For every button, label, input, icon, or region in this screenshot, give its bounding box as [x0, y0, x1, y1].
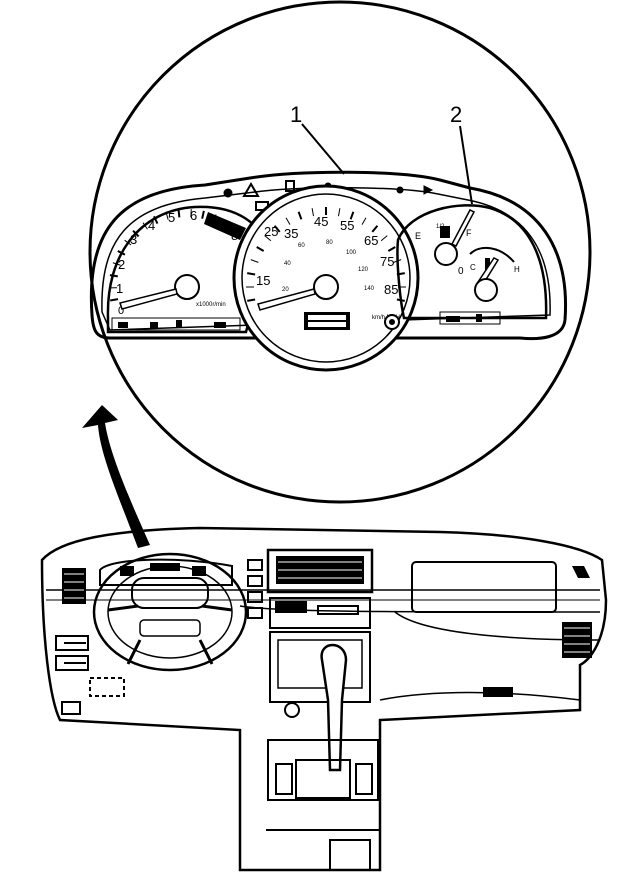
speedometer-tick [311, 208, 314, 217]
tachometer-tick [153, 215, 159, 224]
callout-1-label: 1 [290, 102, 302, 127]
speedo-label-45: 45 [314, 214, 328, 229]
tachometer-tick [132, 229, 140, 238]
speedo-needle-hub [313, 274, 339, 300]
tachometer-tick [142, 222, 148, 230]
dashboard-cluster [99, 558, 233, 586]
right-air-vent [562, 566, 592, 658]
audio-unit [269, 597, 371, 718]
speedo-label-85: 85 [384, 282, 398, 297]
tach-label-0: 0 [118, 305, 124, 317]
speedo-inner-100: 100 [346, 250, 357, 256]
tachometer-tick [109, 274, 118, 278]
speedometer-tick [264, 235, 272, 242]
temp-needle-hub [474, 278, 498, 302]
callout-1: 1 [290, 102, 345, 175]
tachometer-tick [165, 211, 169, 220]
tach-redzone [204, 212, 246, 240]
speedo-label-15: 15 [256, 273, 270, 288]
fuel-temp-gauge: E 1/2 F C 0 H [396, 204, 548, 325]
center-vents [266, 548, 374, 594]
tach-needle [119, 288, 178, 310]
tachometer-tick [177, 209, 181, 218]
speedometer-tick [361, 217, 367, 225]
speedometer-tick [371, 225, 379, 233]
speedometer-tick [273, 225, 281, 233]
cluster-housing [89, 170, 568, 341]
speedo-inner-120: 120 [358, 267, 369, 273]
tachometer-tick [110, 298, 119, 302]
speedo-inner-20: 20 [282, 287, 289, 293]
speedo-label-65: 65 [364, 233, 378, 248]
tachometer-tick [117, 250, 126, 256]
tach-lower-strip [111, 317, 241, 331]
callout-2: 2 [450, 102, 473, 205]
speedometer: 15 25 35 45 55 65 75 85 20 40 60 80 100 … [232, 184, 420, 372]
temp-scale-h: H [514, 265, 520, 274]
center-hazard-switches [247, 559, 263, 619]
fuel-scale-f: F [466, 228, 472, 238]
left-air-vent [62, 568, 86, 604]
fuel-needle-hub [434, 242, 458, 266]
speedometer-tick [247, 272, 256, 276]
speedometer-tick [285, 217, 291, 225]
speedometer-tick [256, 246, 265, 252]
tachometer: 1 2 3 4 5 6 7 8 0 x1000r/min [106, 205, 270, 334]
speedo-inner-140: 140 [364, 286, 375, 292]
speedo-label-75: 75 [380, 254, 394, 269]
tachometer-ticks [108, 209, 248, 302]
location-arrow [82, 405, 150, 548]
temp-scale-c: C [470, 263, 476, 272]
speedometer-tick [247, 298, 256, 302]
speedometer-tick [349, 211, 355, 220]
speedometer-tick [297, 211, 303, 220]
shift-lever [320, 643, 348, 772]
left-switch-panel [55, 635, 125, 715]
tachometer-tick [112, 262, 121, 266]
steering-wheel [92, 552, 248, 672]
speedometer-tick [387, 246, 396, 252]
fuel-needle [450, 209, 476, 247]
temp-scale-zero: 0 [458, 266, 464, 277]
callout-2-label: 2 [450, 102, 462, 127]
tach-label-6: 6 [190, 208, 197, 223]
fuel-lower-strip [439, 311, 501, 325]
center-console [266, 739, 380, 871]
speedo-label-55: 55 [340, 218, 354, 233]
odometer-display [304, 312, 350, 330]
tachometer-tick [124, 239, 132, 246]
tach-unit-text: x1000r/min [196, 302, 226, 308]
tach-label-3: 3 [130, 232, 137, 247]
speedo-inner-80: 80 [326, 240, 333, 246]
speedo-label-25: 25 [264, 224, 278, 239]
fuel-scale-e: E [415, 231, 421, 241]
speedo-inner-40: 40 [284, 261, 291, 267]
speedometer-tick [250, 259, 259, 263]
tach-label-5: 5 [168, 210, 175, 225]
glove-box-area [411, 561, 557, 697]
trip-reset-knob [384, 314, 400, 330]
tach-label-2: 2 [118, 257, 125, 272]
tach-needle-hub [174, 274, 200, 300]
tachometer-tick [201, 210, 205, 219]
speedometer-tick [380, 235, 388, 242]
tach-label-4: 4 [148, 218, 155, 233]
speedo-inner-60: 60 [298, 243, 305, 249]
fuel-icon [440, 226, 450, 238]
tach-label-1: 1 [116, 281, 123, 296]
speedometer-tick [338, 208, 341, 217]
speedo-needle [257, 288, 316, 311]
speedo-label-35: 35 [284, 226, 298, 241]
